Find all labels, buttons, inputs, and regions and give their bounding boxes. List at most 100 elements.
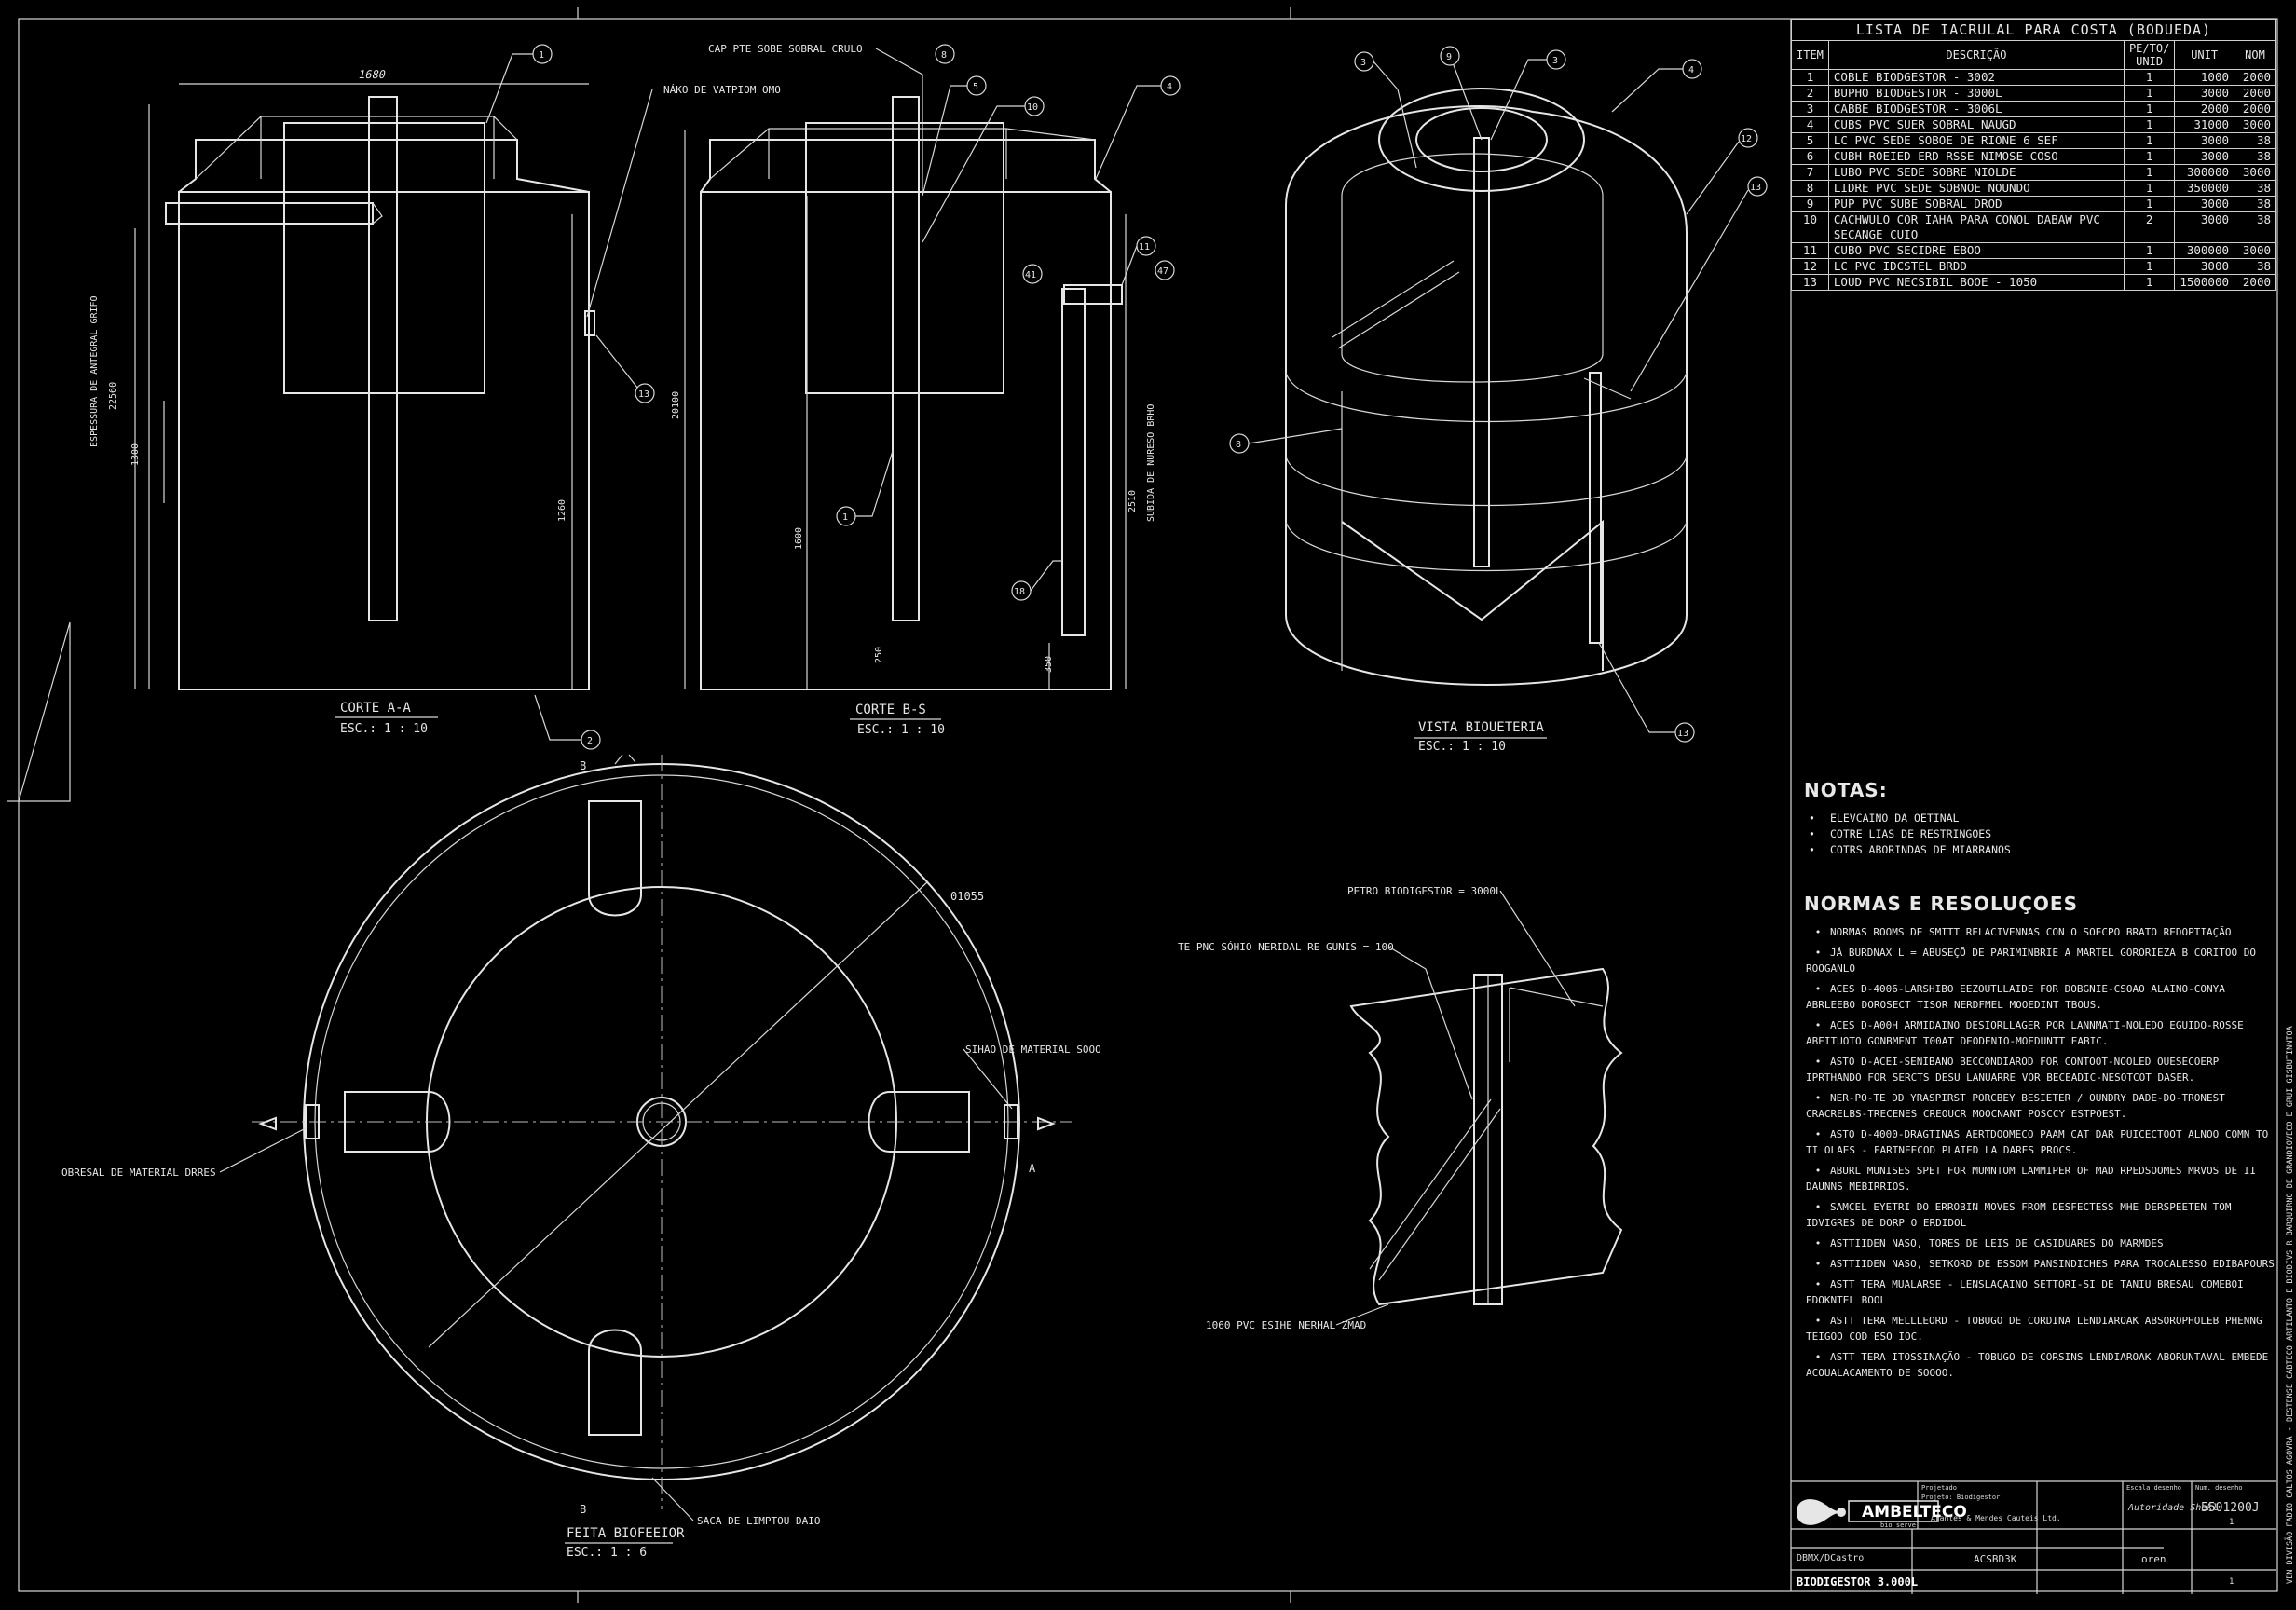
bom-header-item: ITEM [1791,40,1829,70]
norm-text: JÁ BURDNAX L = ABUSEÇÕ DE PARIMINBRIE A … [1806,947,2256,975]
bom-desc: LUBO PVC SEDE SOBRE NIOLDE [1827,164,2125,181]
bom-item: 1 [1791,69,1829,86]
balloon-num: 10 [1027,102,1038,113]
section-b-scale: ESC.: 1 : 10 [857,723,945,737]
norm-text: ACES D-4006-LARSHIBO EEZOUTLLAIDE FOR DO… [1806,983,2225,1011]
leader-iso13b [1598,642,1675,733]
company-name: AMBELTECO [1862,1503,1967,1521]
plan-cut-b-bot: B [580,1503,586,1516]
leader-niho [586,89,653,318]
title-block: AMBELTECO bio serve Projetado Projeto: B… [1791,1480,2276,1594]
norm-text: ASTT TERA MUALARSE - LENSLAÇAINO SETTORI… [1806,1278,2244,1306]
bom-unit: 3000 [2174,258,2234,275]
side-strip: VEN DIVISÃO FADIO CALTOS AGOVRA - DESTEN… [2285,1026,2295,1584]
bom-qty: 1 [2123,196,2176,212]
dim-a-top: 1680 [358,68,388,81]
leader-sitao [963,1048,1013,1110]
balloon: 2 [581,730,601,750]
bom-item: 12 [1791,258,1829,275]
section-a-scale: ESC.: 1 : 10 [340,722,428,736]
balloon-num: 4 [1688,65,1694,75]
label-saca: SACA DE LIMPTOU DAIO [697,1515,820,1527]
bom-total: 3000 [2234,164,2276,181]
balloon-num: 3 [1552,56,1558,66]
dim-b-vert6: 350 [1044,656,1054,673]
list-item: •JÁ BURDNAX L = ABUSEÇÕ DE PARIMINBRIE A… [1806,947,2256,975]
company-logo [1797,1499,1939,1525]
dim-a-vert2: 22560 [108,382,118,410]
section-a-title: CORTE A-A [340,701,411,716]
bom-total: 2000 [2234,274,2276,291]
bom-total: 38 [2234,180,2276,197]
bom-item: 5 [1791,132,1829,149]
norm-text: ASTO D-ACEI-SENIBANO BECCONDIAROD FOR CO… [1806,1056,2220,1084]
tb-code: ACSBD3K [1974,1553,2017,1565]
bom-desc: CUBO PVC SECIDRE EBOO [1827,242,2125,259]
bom-header-row: ITEM DESCRIÇÃO PE/TO/ UNID UNIT NOM [1791,40,2276,70]
norm-text: ABURL MUNISES SPET FOR MUMNTOM LAMMIPER … [1806,1165,2256,1193]
bom-total: 38 [2234,211,2276,243]
balloon: 11 [1136,236,1156,256]
bom-total: 3000 [2234,242,2276,259]
norm-text: ASTO D-4000-DRAGTINAS AERTDOOMECO PAAM C… [1806,1128,2269,1156]
leader-b4 [1095,85,1161,180]
bom-panel: LISTA DE IACRULAL PARA COSTA (BODUEDA) I… [1791,19,2276,291]
leader-petro [1499,890,1576,1007]
balloon-num: 5 [973,82,978,92]
iso-view [1285,88,1688,686]
norm-text: ACES D-A00H ARMIDAINO DESIORLLAGER POR L… [1806,1019,2244,1047]
bom-desc: PUP PVC SUBE SOBRAL DROD [1827,196,2125,212]
bom-desc: CUBH ROEIED ERD RSSE NIMOSE COSO [1827,148,2125,165]
balloon-num: 4 [1167,82,1172,92]
dim-a-vert1: ESPESSURA DE ANTEGRAL GRIFO [89,295,100,447]
label-obresial: OBRESAL DE MATERIAL DRRES [62,1167,216,1179]
bom-item: 4 [1791,116,1829,133]
title-block-grid [1791,1480,2276,1594]
frame-ticks [7,7,1292,1603]
leader-iso8 [1248,428,1343,444]
dim-b-vert4: 2510 [1128,490,1138,512]
norms-list: •NORMAS ROOMS DE SMITT RELACIVENNAS CON … [1804,924,2275,1381]
leader-b10 [922,105,1025,243]
dim-b-vert2: 1600 [794,527,804,550]
label-cap: CAP PTE SOBE SOBRAL CRULO [708,43,863,55]
bom-item: 7 [1791,164,1829,181]
leader-b5 [922,85,967,197]
bom-qty: 1 [2123,164,2176,181]
tb-drawing-title: BIODIGESTOR 3.000L [1797,1576,1919,1589]
label-niho: NÁKO DE VATPIOM OMO [663,84,781,96]
label-tepvc: TE PNC SÓHIO NERIDAL RE GUNIS = 100 [1178,941,1394,953]
bom-unit: 300000 [2174,164,2234,181]
balloon-num: 12 [1741,134,1752,144]
leader-pvc1060 [1335,1303,1389,1326]
bom-total: 2000 [2234,101,2276,117]
leader-iso3b [1490,59,1547,141]
list-item: ELEVCAINO DA OETINAL [1804,811,2270,826]
dim-b-vert5: SUBIDA DE NURESO BRHO [1146,404,1156,522]
list-item: COTRS ABORINDAS DE MIARRANOS [1804,842,2270,858]
balloon: 10 [1024,96,1045,116]
balloon: 13 [1674,722,1695,743]
balloon: 13 [1747,176,1768,197]
bom-item: 3 [1791,101,1829,117]
list-item: •ASTT TERA ITOSSINAÇÃO - TOBUGO DE CORSI… [1806,1351,2269,1379]
leader-cap [875,48,923,192]
iso-title: VISTA BIOUETERIA [1418,720,1544,735]
tb-drawing-number: 5501200J [2201,1501,2260,1515]
bom-qty: 1 [2123,101,2176,117]
dim-a-vert3: 1300 [130,443,141,466]
bom-unit: 1500000 [2174,274,2234,291]
bom-unit: 3000 [2174,211,2234,243]
balloon-num: 1 [539,50,544,61]
detail-view [1349,967,1623,1306]
balloon-num: 13 [1750,183,1761,193]
norms-section: NORMAS E RESOLUÇOES •NORMAS ROOMS DE SMI… [1804,893,2275,1385]
balloon-num: 8 [1236,440,1241,450]
